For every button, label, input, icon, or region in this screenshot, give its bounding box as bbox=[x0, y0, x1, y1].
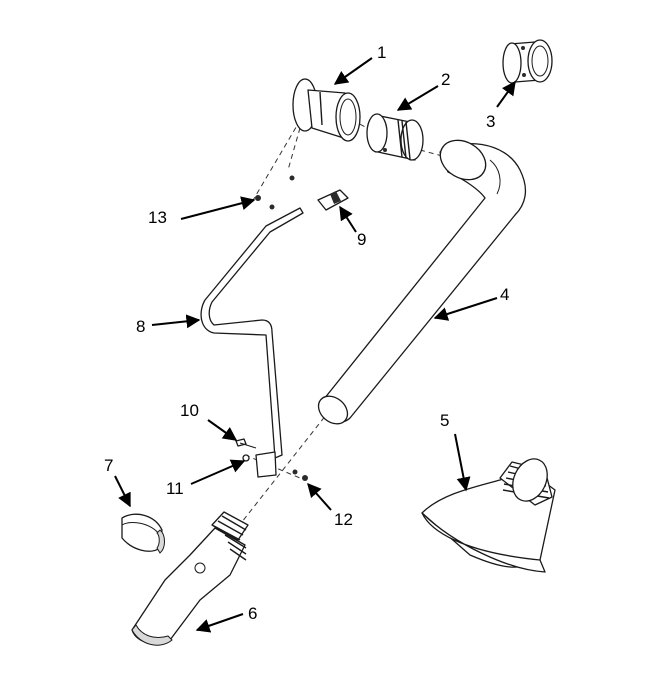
arrow-3 bbox=[496, 80, 516, 108]
arrow-5 bbox=[454, 433, 471, 492]
arrow-6 bbox=[195, 613, 244, 633]
arrow-4 bbox=[433, 297, 498, 321]
callout-13: 13 bbox=[148, 208, 167, 227]
part-7-clip-band bbox=[121, 513, 165, 554]
arrow-7 bbox=[114, 475, 131, 508]
part-3-end-cap bbox=[502, 39, 553, 84]
part-8-support-rod bbox=[200, 207, 304, 478]
part-9-fitting bbox=[317, 189, 349, 211]
part-4-elbow-tube bbox=[317, 139, 527, 425]
callout-4: 4 bbox=[500, 285, 509, 304]
part-11-washer bbox=[242, 454, 250, 462]
callout-3: 3 bbox=[486, 112, 495, 131]
callout-9: 9 bbox=[357, 230, 366, 249]
arrow-10 bbox=[207, 419, 238, 441]
part-6-angled-nozzle bbox=[131, 511, 249, 646]
part-10-screw bbox=[235, 438, 257, 449]
part-12-nut bbox=[292, 469, 308, 481]
callout-7: 7 bbox=[104, 456, 113, 475]
part-2-ribbed-coupler bbox=[366, 113, 424, 161]
callout-10: 10 bbox=[180, 401, 199, 420]
arrow-13 bbox=[180, 196, 256, 220]
arrow-11 bbox=[190, 459, 246, 485]
callout-11: 11 bbox=[166, 479, 184, 498]
arrow-8 bbox=[151, 314, 201, 329]
arrow-9 bbox=[339, 205, 357, 233]
arrow-12 bbox=[307, 482, 332, 511]
arrow-2 bbox=[396, 85, 439, 111]
callout-1: 1 bbox=[377, 43, 386, 62]
arrow-1 bbox=[333, 57, 373, 85]
callout-8: 8 bbox=[136, 317, 145, 336]
callout-5: 5 bbox=[440, 411, 449, 430]
part-13-screw bbox=[255, 195, 275, 210]
callout-12: 12 bbox=[334, 510, 353, 529]
callout-6: 6 bbox=[248, 604, 257, 623]
part-5-wide-nozzle bbox=[421, 458, 556, 573]
callout-labels: 1 2 3 4 5 6 7 8 9 10 11 12 13 bbox=[104, 43, 509, 623]
part-1-adapter-collar bbox=[289, 78, 361, 181]
callout-arrows bbox=[114, 57, 516, 633]
callout-2: 2 bbox=[441, 70, 450, 89]
